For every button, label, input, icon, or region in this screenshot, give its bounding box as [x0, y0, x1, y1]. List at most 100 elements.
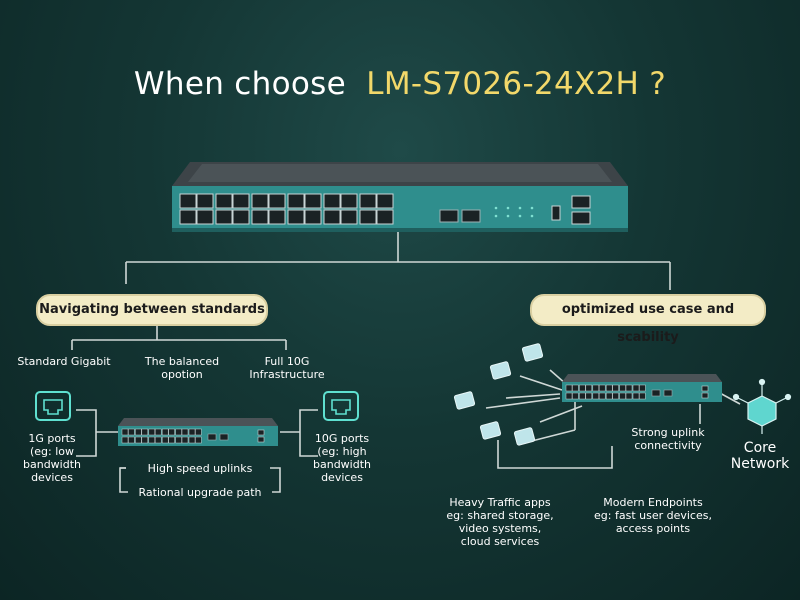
device-icon [489, 361, 512, 380]
desc-10g-ports: 10G ports (eg: high bandwidth devices [302, 432, 382, 484]
device-icon [513, 427, 536, 446]
modern-line: Modern Endpoints [603, 496, 703, 509]
rj45-port [181, 428, 189, 436]
rj45-port [619, 392, 626, 400]
rj45-port [179, 193, 197, 209]
rj45-port [232, 193, 250, 209]
label-rational-upgrade: Rational upgrade path [138, 486, 262, 499]
rj45-port [128, 428, 135, 436]
rj45-port [605, 392, 613, 400]
rj45-port [181, 436, 189, 444]
heavy-line: Heavy Traffic apps [449, 496, 551, 509]
rj45-port [179, 209, 197, 225]
rj45-port [323, 193, 341, 209]
rj45-port [141, 436, 149, 444]
rj45-port [359, 209, 377, 225]
rj45-port [251, 209, 269, 225]
rj45-port [592, 384, 600, 392]
rj45-port [135, 428, 142, 436]
rj45-port [154, 436, 162, 444]
rj45-port [340, 193, 358, 209]
rj45-port [572, 392, 579, 400]
desc-line: 1G ports [28, 432, 76, 445]
rj45-port [215, 193, 233, 209]
rj45-port [598, 384, 606, 392]
left-switch [118, 418, 278, 446]
uplink-line: Strong uplink [631, 426, 705, 439]
desc-line: 10G ports [314, 432, 370, 445]
rj45-port [287, 193, 305, 209]
core-line: Core [743, 440, 777, 456]
rj45-port [215, 209, 233, 225]
rj45-port [196, 209, 214, 225]
rj45-port [612, 384, 619, 392]
right-switch [562, 374, 722, 402]
left-port-grid [121, 428, 202, 444]
rj45-port [639, 384, 646, 392]
rj45-port [188, 436, 196, 444]
label-heavy-traffic: Heavy Traffic apps eg: shared storage, v… [440, 496, 560, 548]
uplink-line: connectivity [634, 439, 702, 452]
desc-1g-ports: 1G ports (eg: low bandwidth devices [10, 432, 94, 484]
modern-line: access points [615, 522, 691, 535]
rj45-port [376, 193, 394, 209]
heavy-line: video systems, [458, 522, 542, 535]
rj45-port [141, 428, 149, 436]
rj45-port [592, 392, 600, 400]
rj45-port [605, 384, 613, 392]
core-line: Network [730, 456, 790, 472]
rj45-port [304, 209, 322, 225]
rj45-port [585, 392, 593, 400]
desc-line: devices [31, 471, 73, 484]
ethernet-port-icon-right [323, 391, 359, 421]
rj45-port [268, 193, 286, 209]
title-prefix: When choose [133, 66, 346, 102]
main-switch [172, 162, 628, 232]
rj45-port [195, 436, 202, 444]
rj45-port [195, 428, 202, 436]
rj45-port [154, 428, 162, 436]
rj45-port [304, 193, 322, 209]
rj45-port [632, 384, 640, 392]
rj45-port [175, 428, 182, 436]
rj45-port [572, 384, 579, 392]
rj45-port [196, 193, 214, 209]
rj45-port [565, 392, 573, 400]
rj45-port [359, 193, 377, 209]
rj45-port [376, 209, 394, 225]
rj45-port [168, 436, 175, 444]
rj45-port [148, 428, 156, 436]
right-port-grid [565, 384, 646, 400]
rj45-port [323, 209, 341, 225]
heavy-line: eg: shared storage, [446, 509, 554, 522]
desc-line: bandwidth [313, 458, 371, 471]
rj45-port [168, 428, 175, 436]
pill-optimized-use-case: optimized use case and scability [530, 294, 766, 345]
label-core-network: Core Network [722, 440, 798, 472]
rj45-port [251, 193, 269, 209]
rj45-port [135, 436, 142, 444]
rj45-port [340, 209, 358, 225]
rj45-port [625, 384, 633, 392]
device-icon [521, 343, 544, 362]
rj45-port [121, 428, 129, 436]
rj45-port [565, 384, 573, 392]
rj45-port [579, 384, 586, 392]
ethernet-port-icon-left [35, 391, 71, 421]
device-icon [453, 391, 476, 410]
label-standard-gigabit: Standard Gigabit [17, 355, 111, 368]
rj45-port [268, 209, 286, 225]
pill-navigating-standards: Navigating between standards [36, 294, 268, 326]
label-modern-endpoints: Modern Endpoints eg: fast user devices, … [588, 496, 718, 535]
rj45-port [639, 392, 646, 400]
rj45-port [121, 436, 129, 444]
rj45-port [585, 384, 593, 392]
rj45-port [128, 436, 135, 444]
rj45-port [232, 209, 250, 225]
label-strong-uplink: Strong uplink connectivity [618, 426, 718, 452]
label-balanced-option: The balanced opotion [144, 355, 220, 381]
title-model: LM-S7026-24X2H ? [366, 66, 667, 102]
rj45-port [612, 392, 619, 400]
rj45-port [161, 436, 169, 444]
rj45-port [632, 392, 640, 400]
